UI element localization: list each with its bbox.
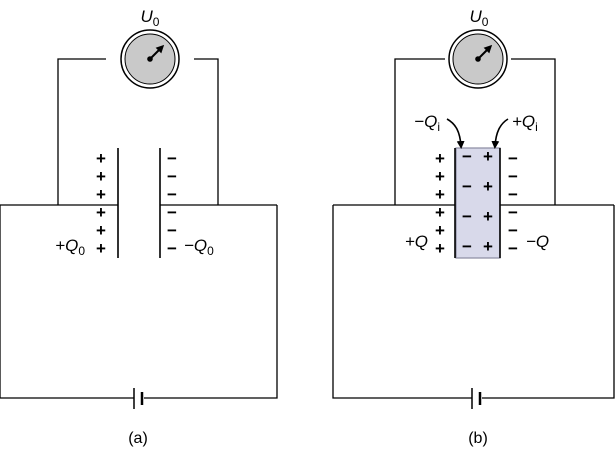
plate-charge-sign: + bbox=[435, 167, 445, 186]
plate-charge-sign: + bbox=[435, 149, 445, 168]
plate-charge-sign: − bbox=[167, 239, 177, 258]
circuit-wire-left-b bbox=[332, 205, 472, 399]
induced-charge-arrow-right bbox=[491, 118, 509, 149]
plate-charges-right-b: −−−−−− bbox=[508, 149, 518, 258]
plate-charge-sign: + bbox=[435, 185, 445, 204]
voltmeter-needle-b bbox=[477, 44, 493, 60]
induced-charge-label-left: −Qi bbox=[414, 112, 440, 134]
panel-b: U0 ++++++ −−−−−− bbox=[332, 7, 615, 447]
induced-charge-sign: + bbox=[483, 177, 493, 196]
charge-label-right-a: −Q0 bbox=[184, 236, 214, 258]
circuit-wire-right-a bbox=[144, 205, 278, 399]
plate-charge-sign: − bbox=[167, 185, 177, 204]
plate-charge-sign: − bbox=[167, 203, 177, 222]
voltmeter-pivot-b bbox=[475, 56, 481, 62]
plate-charge-sign: − bbox=[508, 149, 518, 168]
panel-a: U0 ++++++ bbox=[0, 7, 278, 447]
battery-b bbox=[471, 388, 482, 409]
plate-charge-sign: − bbox=[167, 149, 177, 168]
voltmeter-label-a: U0 bbox=[141, 7, 160, 29]
plate-charge-sign: + bbox=[435, 203, 445, 222]
induced-charge-sign: + bbox=[483, 207, 493, 226]
charge-label-right-b: −Q bbox=[526, 232, 549, 251]
induced-charge-sign: + bbox=[483, 237, 493, 256]
voltmeter-wire-right-b bbox=[511, 58, 556, 205]
plate-charge-sign: − bbox=[508, 203, 518, 222]
induced-charge-sign: − bbox=[462, 147, 472, 166]
circuit-wire-left-a bbox=[0, 205, 134, 399]
voltmeter-needle-a bbox=[149, 44, 165, 60]
battery-a bbox=[133, 388, 144, 409]
plate-charge-sign: + bbox=[96, 239, 106, 258]
plate-charge-sign: + bbox=[96, 221, 106, 240]
plate-charge-sign: − bbox=[167, 221, 177, 240]
caption-b: (b) bbox=[468, 430, 488, 447]
caption-a: (a) bbox=[128, 430, 148, 447]
plate-charges-right-a: −−−−−− bbox=[167, 149, 177, 258]
plate-charge-sign: + bbox=[435, 221, 445, 240]
plate-charge-sign: + bbox=[435, 239, 445, 258]
plate-charge-sign: − bbox=[167, 167, 177, 186]
voltmeter-b bbox=[448, 29, 508, 89]
plate-charges-left-a: ++++++ bbox=[96, 149, 106, 258]
voltmeter-pivot-a bbox=[147, 56, 153, 62]
induced-charge-sign: − bbox=[462, 207, 472, 226]
plate-charges-left-b: ++++++ bbox=[435, 149, 445, 258]
plate-charge-sign: − bbox=[508, 185, 518, 204]
charge-label-left-b: +Q bbox=[405, 232, 428, 251]
induced-charge-sign: + bbox=[483, 147, 493, 166]
plate-charge-sign: + bbox=[96, 203, 106, 222]
plate-charge-sign: + bbox=[96, 185, 106, 204]
dielectric-slab bbox=[455, 147, 501, 259]
circuit-wire-right-b bbox=[482, 205, 615, 399]
plate-charge-sign: + bbox=[96, 149, 106, 168]
voltmeter-wire-left-a bbox=[57, 58, 106, 205]
voltmeter-label-b: U0 bbox=[470, 7, 489, 29]
plate-charge-sign: − bbox=[508, 239, 518, 258]
induced-charge-arrow-left bbox=[446, 118, 465, 149]
induced-charge-sign: − bbox=[462, 237, 472, 256]
charge-label-left-a: +Q0 bbox=[55, 236, 85, 258]
plate-charge-sign: − bbox=[508, 167, 518, 186]
plate-charge-sign: + bbox=[96, 167, 106, 186]
voltmeter-wire-left-b bbox=[394, 58, 445, 205]
induced-charge-label-right: +Qi bbox=[512, 112, 538, 134]
dielectric-induced-charges: −−−−++++ bbox=[462, 147, 493, 256]
induced-charge-sign: − bbox=[462, 177, 472, 196]
voltmeter-a bbox=[120, 29, 180, 89]
plate-charge-sign: − bbox=[508, 221, 518, 240]
voltmeter-wire-right-a bbox=[194, 58, 219, 205]
